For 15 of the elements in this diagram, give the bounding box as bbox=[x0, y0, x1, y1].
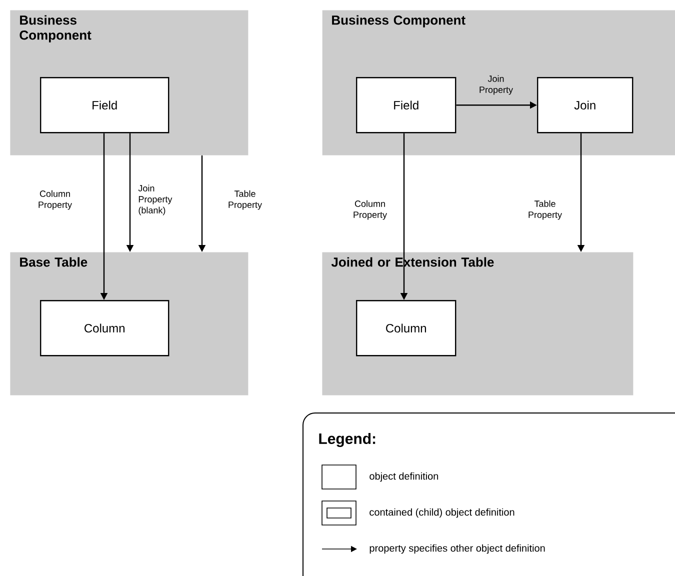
edge-label: Table Property bbox=[528, 200, 562, 220]
object-box: Join bbox=[537, 77, 634, 134]
legend-text: property specifies other object definition bbox=[370, 544, 545, 554]
object-box: Field bbox=[40, 77, 170, 134]
edge-label: Join Property (blank) bbox=[138, 184, 172, 216]
edge-label: Table Property bbox=[228, 190, 262, 210]
object-box: Column bbox=[40, 300, 170, 356]
legend-text: contained (child) object definition bbox=[370, 508, 514, 518]
object-box: Column bbox=[356, 300, 456, 356]
edge-label: Column Property bbox=[38, 190, 72, 210]
legend-title: Legend: bbox=[319, 432, 376, 448]
edge-label: Join Property bbox=[480, 75, 513, 95]
object-box: Field bbox=[356, 77, 456, 134]
edge-label: Column Property bbox=[354, 200, 387, 220]
legend-text: object definition bbox=[370, 472, 438, 482]
